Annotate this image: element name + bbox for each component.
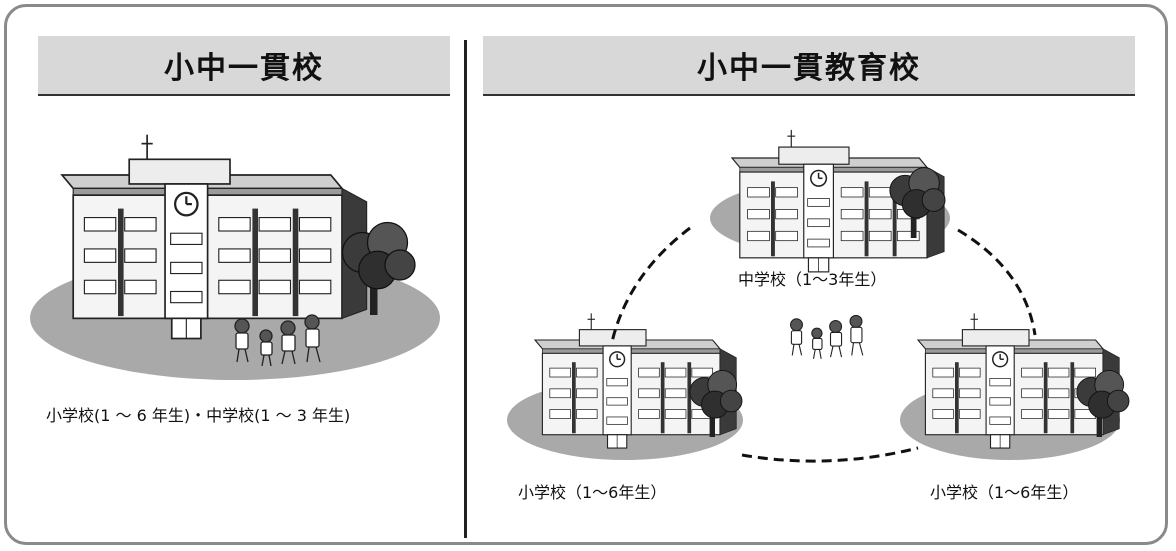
right-panel-title: 小中一貫教育校 (483, 36, 1135, 96)
left-combined-school-illustration (30, 133, 440, 380)
middle-school-illustration (710, 129, 950, 273)
children-group-center (789, 314, 864, 360)
left-panel-title: 小中一貫校 (38, 36, 450, 96)
elementary-left-label: 小学校（1～6年生） (518, 483, 667, 502)
elementary-school-right-illustration (900, 312, 1130, 460)
middle-school-label: 中学校（1～3年生） (738, 270, 887, 289)
left-panel-caption: 小学校(1 ～ 6 年生)・中学校(1 ～ 3 年生) (46, 406, 351, 425)
panel-divider (464, 40, 467, 538)
elementary-school-left-illustration (507, 312, 743, 460)
connection-lines (610, 226, 1037, 463)
elementary-right-label: 小学校（1～6年生） (930, 483, 1079, 502)
